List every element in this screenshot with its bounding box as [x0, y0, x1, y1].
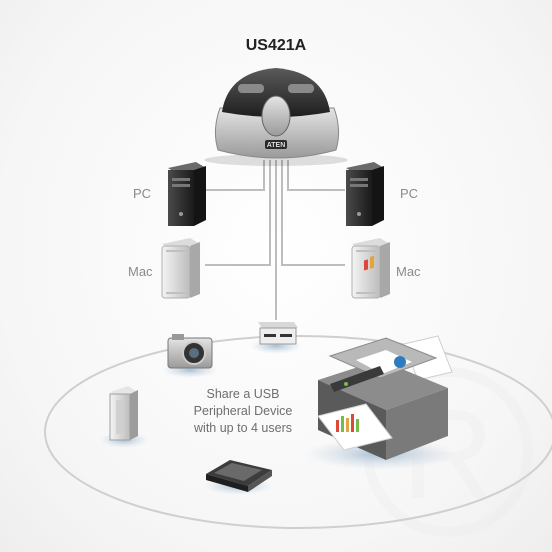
sharing-caption: Share a USB Peripheral Device with up to…: [168, 386, 318, 437]
usb-switch-icon: ATEN: [204, 68, 348, 166]
mac-tower-icon-left: [161, 238, 200, 299]
caption-line-1: Share a USB: [206, 387, 280, 401]
usb-cables: [205, 160, 345, 320]
device-model-title: US421A: [245, 37, 307, 54]
external-drive-icon: [100, 386, 148, 448]
card-reader-icon: [250, 322, 302, 354]
right-pc-label: PC: [400, 186, 419, 201]
pc-tower-icon-right: [346, 162, 384, 226]
printer-icon: [304, 255, 456, 470]
device-logo: ATEN: [267, 142, 286, 149]
scanner-icon: [204, 460, 272, 495]
sharing-ring: [44, 335, 552, 529]
camera-icon: [162, 334, 218, 378]
left-mac-label: Mac: [128, 264, 153, 279]
left-pc-label: PC: [133, 186, 152, 201]
caption-line-3: with up to 4 users: [194, 421, 292, 435]
pc-tower-icon-left: [168, 162, 206, 226]
right-mac-label: Mac: [396, 264, 421, 279]
caption-line-2: Peripheral Device: [193, 404, 293, 418]
